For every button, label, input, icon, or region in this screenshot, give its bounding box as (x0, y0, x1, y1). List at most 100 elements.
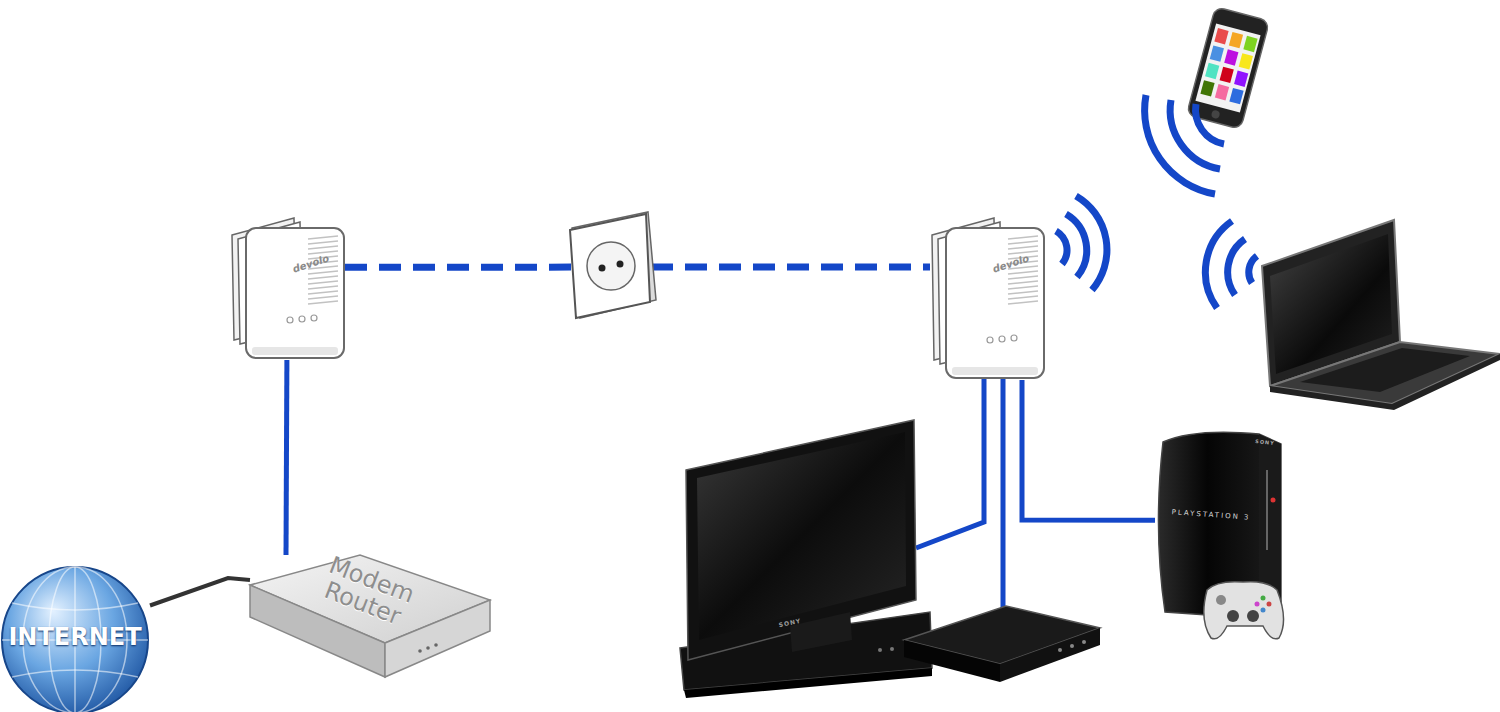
powerline-adapter-wifi-outline (930, 215, 1045, 380)
adapter-vent (1008, 281, 1038, 284)
controller-button (1261, 596, 1266, 601)
network-cable (150, 578, 250, 606)
box-button (1070, 644, 1074, 648)
tv-button (890, 647, 894, 651)
modem-router: Modem Router (250, 555, 490, 680)
game-console-outline (1155, 430, 1285, 645)
adapter-vent (308, 281, 338, 284)
app-icon (1220, 67, 1234, 83)
adapter-vent (308, 271, 338, 274)
adapter-vent (308, 286, 338, 289)
app-icon (1243, 36, 1257, 52)
tv-bezel (686, 420, 916, 660)
adapter-vent (1008, 276, 1038, 279)
wall-socket (570, 212, 656, 318)
adapter-vent (308, 276, 338, 279)
app-icon (1234, 71, 1248, 87)
adapter-vent (308, 241, 338, 244)
lan-cable (916, 378, 1003, 612)
box-front (904, 640, 1000, 682)
app-icon (1229, 32, 1243, 48)
socket-plate (570, 214, 650, 318)
phone-screen (1195, 23, 1260, 112)
internet-globe: INTERNET (0, 565, 150, 712)
adapter-vent (1008, 246, 1038, 249)
socket-cup (587, 242, 635, 290)
wifi-wave (1076, 196, 1107, 290)
socket-hole (599, 265, 606, 272)
app-icon (1229, 88, 1243, 104)
controller-button (1267, 602, 1272, 607)
powerline-adapter-outline (230, 215, 345, 360)
adapter-vent (1008, 301, 1038, 304)
adapter-icon (311, 315, 317, 321)
adapter-vent (308, 296, 338, 299)
node-label: INTERNET (0, 625, 150, 650)
box-side (1000, 628, 1100, 682)
adapter-vent (1008, 241, 1038, 244)
adapter-icon (987, 337, 993, 343)
parallel (12, 670, 138, 677)
lan-cable (1001, 378, 1006, 612)
game-controller (1204, 582, 1284, 639)
game-console: PLAYSTATION 3 (1155, 430, 1285, 645)
console-led (1271, 498, 1276, 503)
app-icon (1200, 80, 1214, 96)
adapter-foot (252, 347, 338, 355)
controller-stick (1247, 610, 1259, 622)
app-icon (1224, 49, 1238, 65)
adapter-vent (1008, 271, 1038, 274)
network-cable (1022, 380, 1155, 520)
powerline-adapter: devolo (230, 215, 345, 360)
tv-button (878, 648, 882, 652)
router-led (426, 646, 430, 650)
adapter-foot (952, 367, 1038, 375)
controller-stick (1227, 610, 1239, 622)
set-top-box (904, 606, 1100, 682)
app-icon (1210, 45, 1224, 61)
app-icon (1215, 84, 1229, 100)
tv-stand-edge (684, 668, 932, 698)
adapter-vent (1008, 296, 1038, 299)
adapter-body (946, 228, 1044, 378)
socket-hole (617, 261, 624, 268)
adapter-icon (1011, 335, 1017, 341)
adapter-icon (299, 316, 305, 322)
wifi-wave (1228, 239, 1245, 295)
laptop (1262, 220, 1500, 410)
adapter-body (246, 228, 344, 358)
adapter-vent (1008, 286, 1038, 289)
adapter-vent (1008, 236, 1038, 239)
app-icon (1214, 28, 1228, 44)
wifi-wave (1205, 221, 1232, 308)
adapter-vent (308, 301, 338, 304)
adapter-icon (999, 336, 1005, 342)
adapter-icon (287, 317, 293, 323)
router-led (434, 643, 438, 647)
phone-button (1211, 109, 1221, 119)
network-cable (284, 360, 290, 555)
wifi-waves (1056, 95, 1257, 308)
tv-set (680, 420, 932, 698)
powerline-adapter-wifi: devolo (930, 215, 1045, 380)
controller-dpad (1216, 595, 1226, 605)
controller-button (1255, 602, 1260, 607)
wifi-wave (1249, 256, 1257, 283)
wifi-wave (1145, 95, 1215, 194)
tv-screen (697, 432, 906, 640)
app-icon (1239, 53, 1253, 69)
app-icon (1205, 63, 1219, 79)
adapter-vent (308, 291, 338, 294)
box-button (1082, 640, 1086, 644)
router-led (418, 649, 422, 653)
controller-button (1261, 608, 1266, 613)
adapter-vent (308, 236, 338, 239)
laptop-edge (1270, 354, 1500, 410)
box-button (1058, 648, 1062, 652)
wifi-wave (1196, 104, 1224, 144)
parallel (12, 603, 138, 610)
disc-slot (1266, 470, 1268, 550)
wifi-wave (1066, 214, 1087, 277)
lan-cable (916, 378, 984, 548)
